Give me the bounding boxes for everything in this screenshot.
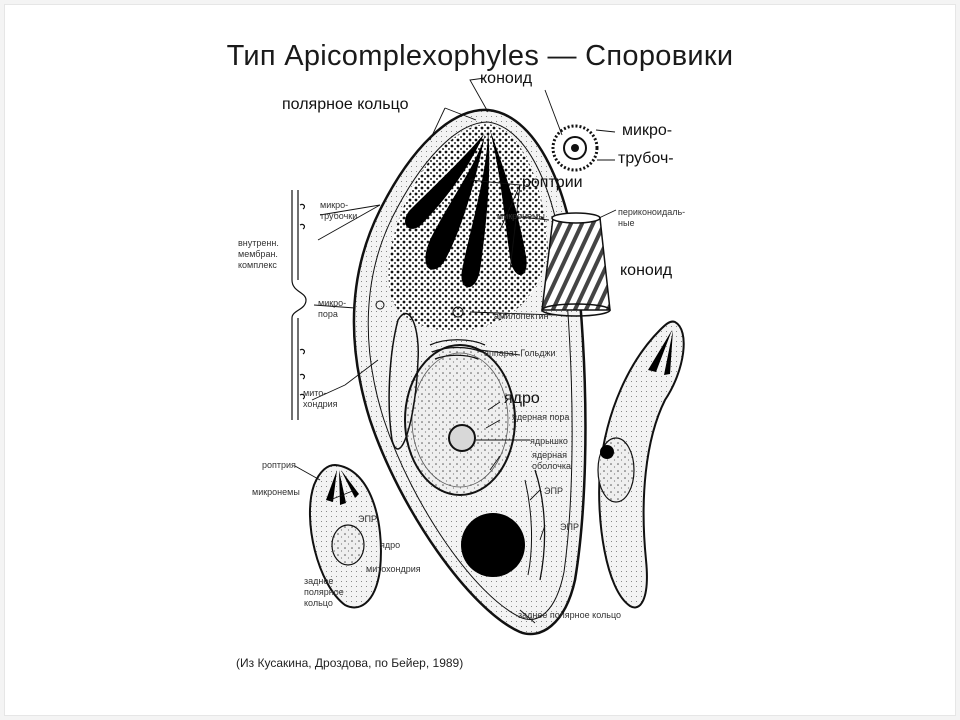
label-er-2: ЭПР (560, 522, 579, 533)
label-microtubules-small: микро-трубочки (320, 200, 357, 222)
label-nucleus: ядро (504, 390, 540, 408)
amylopectin-granule (461, 513, 525, 577)
label-nuclear-pore: ядерная пора (512, 412, 569, 423)
label-posterior-ring: заднее полярное кольцо (518, 610, 621, 621)
label-konoid-top: коноид (480, 70, 532, 88)
label-micropore: микро-пора (318, 298, 346, 320)
membrane-detail (292, 190, 306, 420)
label-er-1: ЭПР (544, 486, 563, 497)
label-micronemes: микронемы (497, 211, 545, 222)
label-small-micronemes: микронемы (252, 487, 300, 498)
label-polar-ring: полярное кольцо (282, 96, 408, 114)
conoid-detail (542, 213, 610, 316)
label-microtubules-2: трубоч- (618, 150, 674, 168)
label-microtubules-1: микро- (622, 122, 672, 140)
label-amylopectin: амилопектин (494, 311, 549, 322)
label-rhoptries: роптрии (522, 174, 583, 192)
label-periconoidal: периконоидаль-ные (618, 207, 685, 229)
label-small-mitochondrion: митохондрия (366, 564, 421, 575)
label-golgi: аппарат Гольджи (484, 348, 556, 359)
label-nucleolus: ядрышко (530, 436, 568, 447)
slide-title: Тип Apicomplexophyles — Споровики (0, 40, 960, 73)
label-mitochondrion: мито-хондрия (303, 388, 338, 410)
nucleolus (449, 425, 475, 451)
conoid-cross-section (553, 126, 597, 170)
label-inner-membrane-complex: внутренн.мембран.комплекс (238, 238, 279, 271)
right-sporozoite (598, 322, 684, 608)
nucleus (405, 345, 515, 495)
label-small-rhoptry: роптрия (262, 460, 296, 471)
caption: (Из Кусакина, Дроздова, по Бейер, 1989) (236, 656, 463, 670)
label-small-er: ЭПР (358, 514, 377, 525)
label-konoid-right: коноид (620, 262, 672, 280)
label-small-nucleus: ядро (380, 540, 400, 551)
